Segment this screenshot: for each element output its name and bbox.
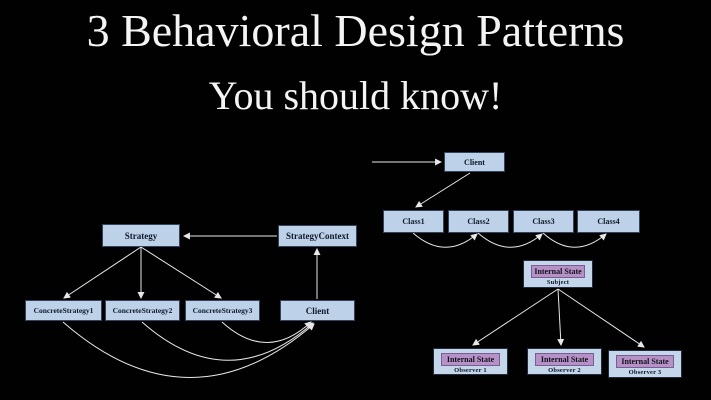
node-strategy: Strategy	[102, 224, 180, 247]
node-strategy-context-label: StrategyContext	[286, 231, 349, 241]
arc-concrete1-to-client	[62, 321, 315, 378]
arc-concrete2-to-client	[141, 321, 314, 361]
node-observer1: Internal State Observer 1	[433, 348, 508, 375]
arc-class1-to-class2	[412, 232, 478, 248]
node-strategy-client-label: Client	[305, 305, 330, 316]
node-chain-client-label: Client	[464, 157, 485, 167]
node-concrete-strategy1-label: ConcreteStrategy1	[33, 306, 94, 315]
node-observer2: Internal State Observer 2	[527, 348, 602, 375]
observer3-internal-state: Internal State	[616, 355, 674, 368]
arrow-subject-to-observer3	[557, 288, 645, 348]
subject-label: Subject	[546, 279, 570, 286]
arrow-chainclient-to-class1	[415, 172, 471, 208]
node-subject: Internal State Subject	[523, 260, 593, 288]
node-concrete-strategy3-label: ConcreteStrategy3	[192, 306, 253, 315]
node-concrete-strategy1: ConcreteStrategy1	[25, 300, 102, 321]
arc-class2-to-class3	[477, 232, 543, 248]
slide-subtitle: You should know!	[208, 73, 503, 118]
node-class2-label: Class2	[467, 217, 490, 226]
node-concrete-strategy3: ConcreteStrategy3	[185, 300, 260, 321]
node-strategy-context: StrategyContext	[278, 225, 357, 247]
line-strategy-to-concrete1	[63, 246, 142, 299]
node-class2: Class2	[448, 210, 509, 233]
node-strategy-client: Client	[280, 300, 355, 321]
node-class4-label: Class4	[597, 217, 620, 226]
slide-title: 3 Behavioral Design Patterns	[86, 5, 625, 56]
arc-concrete3-to-client	[221, 321, 312, 343]
node-class3-label: Class3	[532, 217, 555, 226]
observer3-label: Observer 3	[628, 369, 662, 376]
node-class1-label: Class1	[402, 217, 425, 226]
subject-internal-state: Internal State	[530, 265, 586, 278]
node-chain-client: Client	[444, 152, 505, 172]
node-concrete-strategy2: ConcreteStrategy2	[105, 300, 180, 321]
node-class4: Class4	[577, 210, 640, 233]
observer2-label: Observer 2	[548, 367, 581, 374]
observer2-internal-state: Internal State	[535, 353, 594, 366]
node-class1: Class1	[383, 210, 444, 233]
arrow-subject-to-observer1	[472, 288, 559, 346]
arrow-subject-to-observer2	[557, 288, 565, 347]
observer1-label: Observer 1	[454, 367, 487, 374]
node-observer3: Internal State Observer 3	[608, 350, 682, 378]
line-strategy-to-concrete3	[140, 246, 222, 299]
node-class3: Class3	[513, 210, 574, 233]
observer1-internal-state: Internal State	[441, 353, 500, 366]
node-concrete-strategy2-label: ConcreteStrategy2	[112, 306, 173, 315]
arc-class3-to-class4	[542, 232, 607, 248]
node-strategy-label: Strategy	[124, 230, 158, 241]
